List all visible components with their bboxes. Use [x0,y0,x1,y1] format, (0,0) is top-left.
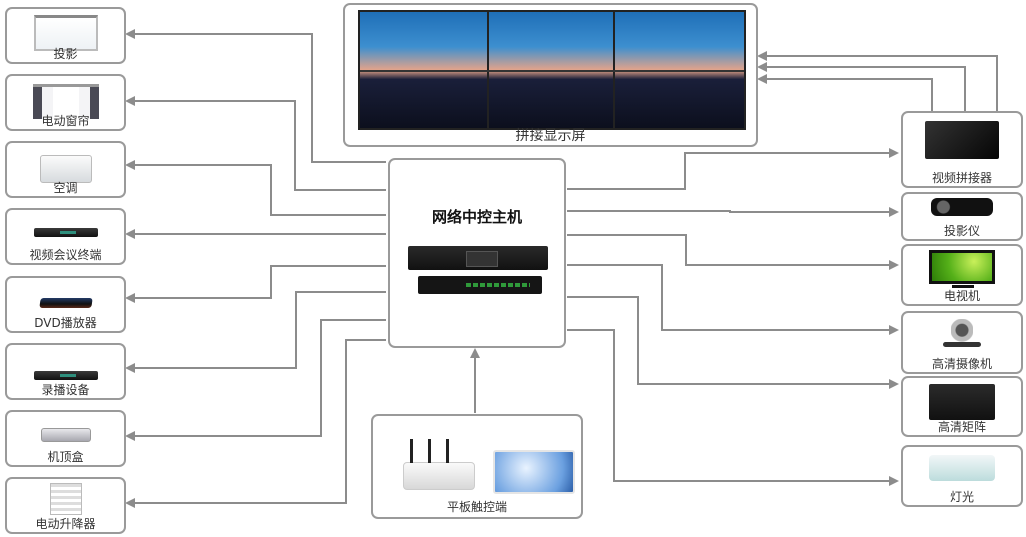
device-video-splicer[interactable]: 视频拼接器 [901,111,1023,188]
recording-device-icon [33,371,98,380]
device-label: 电动窗帘 [41,114,90,128]
device-label: 电视机 [943,289,980,303]
device-set-top-box[interactable]: 机顶盒 [5,410,126,467]
device-dvd-player[interactable]: DVD播放器 [5,276,126,333]
control-host-front-icon [408,246,548,270]
wire-splicer-wall-1 [757,51,998,111]
device-recording[interactable]: 录播设备 [5,343,126,400]
wire-lift [125,339,386,508]
display-wall-box[interactable]: 拼接显示屏 [343,3,758,147]
tablet-icon [493,450,575,494]
tablet-control-terminal-box[interactable]: 平板触控端 [371,414,583,519]
device-projector[interactable]: 投影仪 [901,192,1023,241]
wire-stb [125,319,386,441]
device-hd-matrix[interactable]: 高清矩阵 [901,376,1023,437]
device-air-conditioner[interactable]: 空调 [5,141,126,198]
central-control-host-title: 网络中控主机 [431,208,522,226]
wire-tv [567,234,899,270]
projector-icon [931,198,993,216]
projection-screen-icon [33,15,98,51]
dvd-player-icon [38,298,93,308]
wire-recording [125,291,386,373]
device-label: 投影仪 [943,224,980,238]
video-conference-terminal-icon [33,228,98,237]
air-conditioner-icon [39,155,92,183]
hd-matrix-icon [929,384,995,420]
display-wall-label: 拼接显示屏 [515,128,586,144]
tablet-control-terminal-label: 平板触控端 [446,500,507,514]
wire-light [567,329,899,486]
wireless-router-icon [403,439,475,490]
device-label: DVD播放器 [34,316,97,330]
device-label: 机顶盒 [47,450,84,464]
device-label: 录播设备 [41,383,90,397]
device-light[interactable]: 灯光 [901,445,1023,507]
curtain-icon [32,84,99,119]
device-label: 空调 [53,181,78,195]
device-label: 视频会议终端 [29,248,102,262]
central-control-host-box[interactable]: 网络中控主机 [388,158,566,348]
wire-projector [567,207,899,217]
wire-dvd [125,265,386,303]
device-tv[interactable]: 电视机 [901,244,1023,306]
device-label: 投影 [53,47,78,61]
device-video-conference-terminal[interactable]: 视频会议终端 [5,208,126,265]
wire-matrix [567,296,899,389]
wire-splicer-wall-2 [757,62,966,111]
display-wall-image [358,10,746,130]
device-label: 高清摄像机 [931,357,992,371]
wire-ac [125,160,386,216]
control-host-rear-icon [418,276,542,294]
wire-splicer [567,148,899,190]
device-label: 电动升降器 [35,517,96,531]
set-top-box-icon [40,428,91,442]
wire-splicer-wall-3 [757,74,933,111]
device-label: 视频拼接器 [931,171,992,185]
hd-camera-icon [943,319,981,347]
device-hd-camera[interactable]: 高清摄像机 [901,311,1023,374]
wire-camera [567,264,899,335]
device-projection-screen[interactable]: 投影 [5,7,126,64]
device-electric-lift[interactable]: 电动升降器 [5,477,126,534]
device-label: 灯光 [949,490,974,504]
video-splicer-icon [925,121,999,159]
light-icon [929,455,995,481]
tv-icon [929,250,995,288]
electric-lift-icon [49,483,82,515]
device-electric-curtain[interactable]: 电动窗帘 [5,74,126,131]
device-label: 高清矩阵 [937,420,986,434]
